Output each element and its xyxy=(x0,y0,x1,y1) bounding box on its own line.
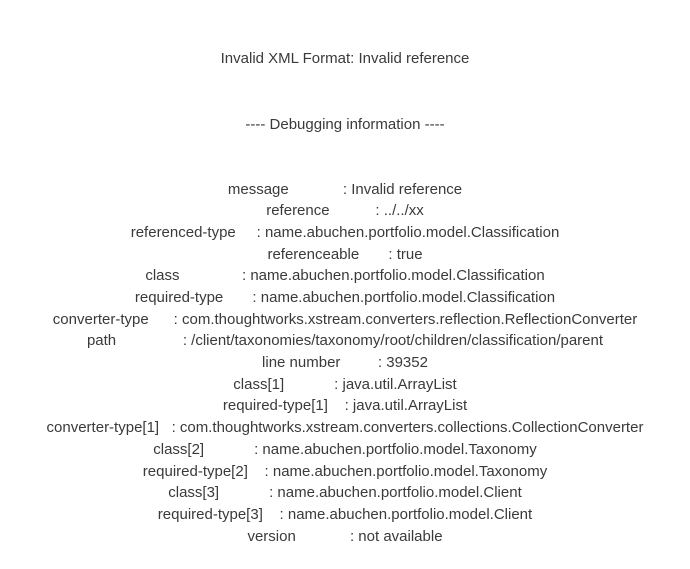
debug-entry: required-type[2] : name.abuchen.portfoli… xyxy=(142,462,548,480)
debug-entry: referenceable : true xyxy=(267,245,423,263)
debug-entry: class[2] : name.abuchen.portfolio.model.… xyxy=(153,440,537,458)
debug-entry: line number : 39352 xyxy=(262,354,428,372)
error-title: Invalid XML Format: Invalid reference xyxy=(220,50,470,68)
debug-entry: reference : ../../xx xyxy=(266,202,424,220)
debug-entry: required-type[1] : java.util.ArrayList xyxy=(222,397,468,415)
debug-entry: message : Invalid reference xyxy=(227,180,463,198)
debug-entry: referenced-type : name.abuchen.portfolio… xyxy=(130,223,560,241)
debug-entries: message : Invalid reference reference : .… xyxy=(0,179,690,548)
debug-entry: class : name.abuchen.portfolio.model.Cla… xyxy=(145,267,545,285)
debug-entry: converter-type : com.thoughtworks.xstrea… xyxy=(52,310,638,328)
debug-entry: path : /client/taxonomies/taxonomy/root/… xyxy=(86,332,604,350)
debug-info-header: ---- Debugging information ---- xyxy=(245,115,445,133)
debug-entry: version : not available xyxy=(247,527,443,545)
debug-entry: class[3] : name.abuchen.portfolio.model.… xyxy=(168,484,522,502)
debug-entry: converter-type[1] : com.thoughtworks.xst… xyxy=(46,419,644,437)
debug-entry: required-type : name.abuchen.portfolio.m… xyxy=(134,289,556,307)
debug-entry: class[1] : java.util.ArrayList xyxy=(233,375,457,393)
debug-entry: required-type[3] : name.abuchen.portfoli… xyxy=(157,505,533,523)
